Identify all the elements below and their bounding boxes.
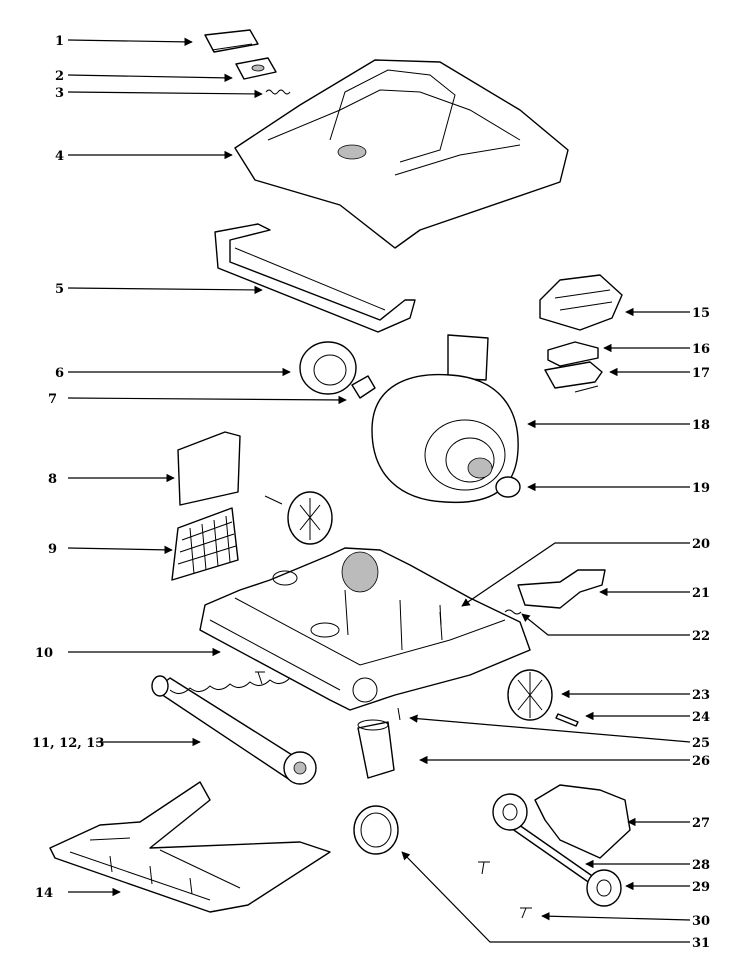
label-22: 22 <box>692 629 710 644</box>
part-15-handle-piece <box>539 274 623 331</box>
label-21: 21 <box>692 586 710 601</box>
label-28: 28 <box>692 858 710 873</box>
label-27: 27 <box>692 816 710 831</box>
part-10-base <box>199 547 531 711</box>
label-18: 18 <box>692 418 710 433</box>
label-10: 10 <box>35 646 53 661</box>
part-5-bumper <box>214 223 416 333</box>
part-impeller <box>287 491 333 545</box>
label-2: 2 <box>55 69 64 84</box>
label-15: 15 <box>692 306 710 321</box>
part-31-ring <box>353 805 399 855</box>
label-29: 29 <box>692 880 710 895</box>
part-2-pad <box>235 57 277 80</box>
part-1-latch-cover <box>204 29 259 53</box>
part-17-plate <box>544 361 603 389</box>
part-18-motor <box>371 334 519 504</box>
part-26-agitator-cup <box>357 719 395 779</box>
part-11-12-13-brushroll <box>151 675 317 785</box>
part-22-spring <box>504 609 522 615</box>
part-29-rear-wheel <box>586 869 622 907</box>
label-14: 14 <box>35 886 53 901</box>
label-17: 17 <box>692 366 710 381</box>
label-25: 25 <box>692 736 710 751</box>
label-8: 8 <box>48 472 57 487</box>
part-screw-2 <box>478 861 490 875</box>
label-31: 31 <box>692 936 710 951</box>
part-screw <box>255 671 265 685</box>
label-5: 5 <box>55 282 64 297</box>
part-pin <box>264 495 283 505</box>
label-30: 30 <box>692 914 710 929</box>
part-9-grille <box>171 507 239 581</box>
part-6-fan-housing <box>299 341 357 395</box>
part-3-spring <box>265 89 291 95</box>
leader-lines <box>67 37 691 943</box>
label-24: 24 <box>692 710 710 725</box>
part-rear-wheel-left <box>492 793 528 831</box>
label-7: 7 <box>48 392 57 407</box>
label-20: 20 <box>692 537 710 552</box>
part-25-screw <box>397 707 401 721</box>
label-9: 9 <box>48 542 57 557</box>
label-3: 3 <box>55 86 64 101</box>
label-23: 23 <box>692 688 710 703</box>
part-30-screw <box>520 907 532 919</box>
part-17-pin <box>574 385 599 393</box>
callout-labels: 1 2 3 4 5 6 7 8 9 10 11, 12, 13 14 15 16… <box>32 34 710 951</box>
label-6: 6 <box>55 366 64 381</box>
label-19: 19 <box>692 481 710 496</box>
part-23-wheel <box>507 669 553 721</box>
part-16-switch <box>547 341 599 367</box>
part-20-pin <box>439 604 442 626</box>
label-1: 1 <box>55 34 64 49</box>
part-19-pulley <box>495 476 521 498</box>
part-24-axle <box>555 713 579 727</box>
part-21-latch <box>517 569 606 609</box>
label-16: 16 <box>692 342 710 357</box>
part-8-filter <box>177 431 241 506</box>
part-4-hood <box>234 59 569 249</box>
label-11-12-13: 11, 12, 13 <box>32 736 104 751</box>
part-14-bottom-plate <box>49 781 331 913</box>
part-27-bracket <box>534 784 631 859</box>
part-7-gasket <box>351 375 376 399</box>
label-26: 26 <box>692 754 710 769</box>
label-4: 4 <box>55 149 64 164</box>
